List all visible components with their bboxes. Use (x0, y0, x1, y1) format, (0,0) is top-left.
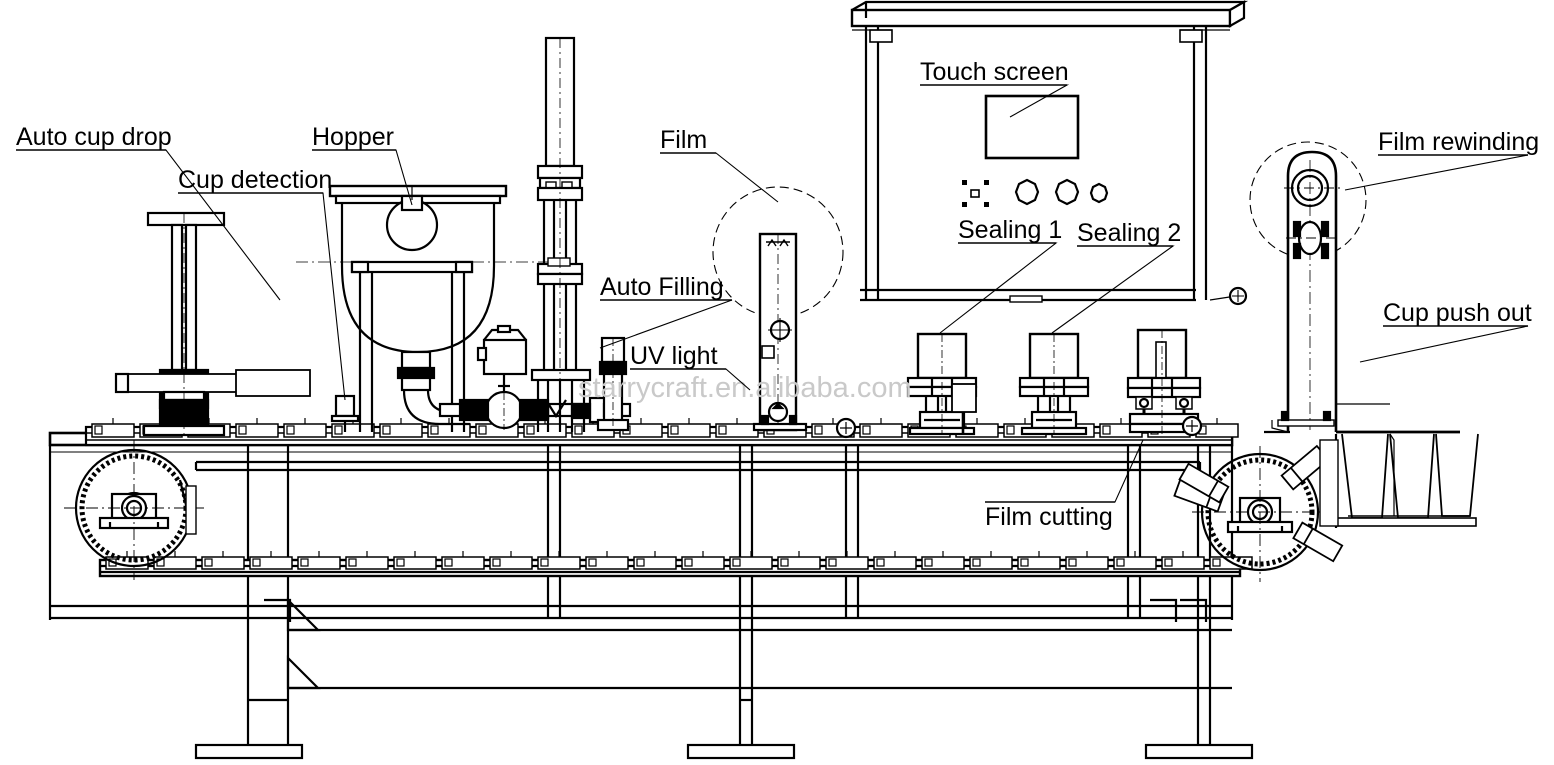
chain-link-pin (636, 558, 645, 567)
touch-screen-display (984, 94, 1080, 160)
label-leader-line (630, 368, 751, 391)
hopper-tank (296, 184, 556, 432)
label-text: Cup push out (1383, 299, 1532, 327)
auto-filling-column (528, 36, 592, 432)
label-leader-line (1051, 245, 1175, 334)
label-text: Hopper (312, 123, 394, 151)
film-rewinding-column (1249, 141, 1367, 434)
chain-link-pin (286, 425, 295, 435)
chain-link-pin (238, 425, 247, 435)
label-auto-filling: Auto Filling (599, 273, 733, 349)
chain-link-pin (1006, 425, 1015, 435)
sealing-station-2 (1018, 332, 1090, 436)
label-film-rewinding: Film rewinding (1344, 128, 1539, 191)
chain-link-pin (1102, 425, 1111, 435)
chain-link-pin (204, 558, 213, 567)
sealing-station-1 (906, 332, 978, 436)
label-leader-line (1344, 154, 1529, 191)
chain-link-pin (1164, 558, 1173, 567)
chain-link-pin (732, 558, 741, 567)
chain-link-pin (478, 425, 487, 435)
chain-link-pin (588, 558, 597, 567)
chain-link-pin (396, 558, 405, 567)
label-leader-line (599, 299, 733, 349)
auto-cup-drop-station (114, 211, 311, 437)
label-cup-push-out: Cup push out (1359, 299, 1532, 363)
label-sealing-2: Sealing 2 (1051, 219, 1181, 334)
label-text: Auto cup drop (16, 123, 172, 151)
label-leader-line (660, 152, 779, 203)
chain-link-pin (444, 558, 453, 567)
label-text: Sealing 1 (958, 216, 1062, 244)
label-text: Cup detection (178, 166, 332, 194)
chain-link-pin (348, 558, 357, 567)
label-text: Auto Filling (600, 273, 724, 301)
button-small (1089, 182, 1109, 204)
label-uv-light: UV light (630, 342, 751, 391)
label-sealing-1: Sealing 1 (939, 216, 1062, 334)
label-cup-detection: Cup detection (178, 166, 346, 401)
label-leader-line (920, 84, 1070, 118)
label-leader-line (178, 192, 346, 401)
chain-link-pin (1068, 558, 1077, 567)
chain-link-pin (574, 425, 583, 435)
chain-link-pin (1020, 558, 1029, 567)
chain-link-pin (1116, 558, 1125, 567)
label-text: Touch screen (920, 58, 1069, 86)
label-text: Film (660, 126, 707, 154)
cup-push-out-chute (1319, 403, 1479, 528)
label-leader-line (312, 149, 413, 206)
chain-link-pin (924, 558, 933, 567)
machine-assembly (48, 0, 1479, 760)
film-feed-column (752, 232, 857, 439)
watermark-text: starrycraft.en.alibaba.com (578, 372, 912, 404)
button-large (1014, 178, 1040, 206)
label-text: Film cutting (985, 503, 1113, 531)
chain-link-pin (718, 425, 727, 435)
label-film: Film (660, 126, 779, 203)
label-text: UV light (630, 342, 718, 370)
chain-link-pin (334, 425, 343, 435)
chain-link-pin (670, 425, 679, 435)
label-leader-line (985, 439, 1144, 503)
cup-detection-sensor (330, 394, 360, 432)
chain-link-pin (300, 558, 309, 567)
label-text: Sealing 2 (1077, 219, 1181, 247)
chain-link-pin (780, 558, 789, 567)
button-medium (1054, 178, 1080, 206)
chain-link-pin (430, 425, 439, 435)
chain-link-pin (814, 425, 823, 435)
chain-link-pin (540, 558, 549, 567)
label-leader-line (939, 242, 1058, 334)
chain-link-pin (526, 425, 535, 435)
chain-link-pin (684, 558, 693, 567)
uv-light-lamp (596, 336, 630, 432)
guide-lines (50, 451, 1232, 577)
label-film-cutting: Film cutting (985, 439, 1144, 531)
film-cutting-station (1126, 328, 1203, 437)
label-text: Film rewinding (1378, 128, 1539, 156)
chain-link-pin (382, 425, 391, 435)
label-hopper: Hopper (312, 123, 413, 206)
label-touch-screen: Touch screen (920, 58, 1070, 118)
drive-sprocket-left (64, 440, 204, 580)
label-leader-line (1359, 325, 1529, 363)
chain-link-pin (828, 558, 837, 567)
chain-link-pin (876, 558, 885, 567)
label-leader-line (16, 149, 281, 301)
chain-link-pin (972, 558, 981, 567)
chain-link-pin (252, 558, 261, 567)
chain-link-pin (1212, 558, 1221, 567)
label-auto-cup-drop: Auto cup drop (16, 123, 281, 301)
chain-link-pin (492, 558, 501, 567)
chain-link-pin (94, 425, 103, 435)
control-cabinet (850, 0, 1249, 306)
inner-rails (194, 460, 1202, 472)
chain-link-pin (862, 425, 871, 435)
